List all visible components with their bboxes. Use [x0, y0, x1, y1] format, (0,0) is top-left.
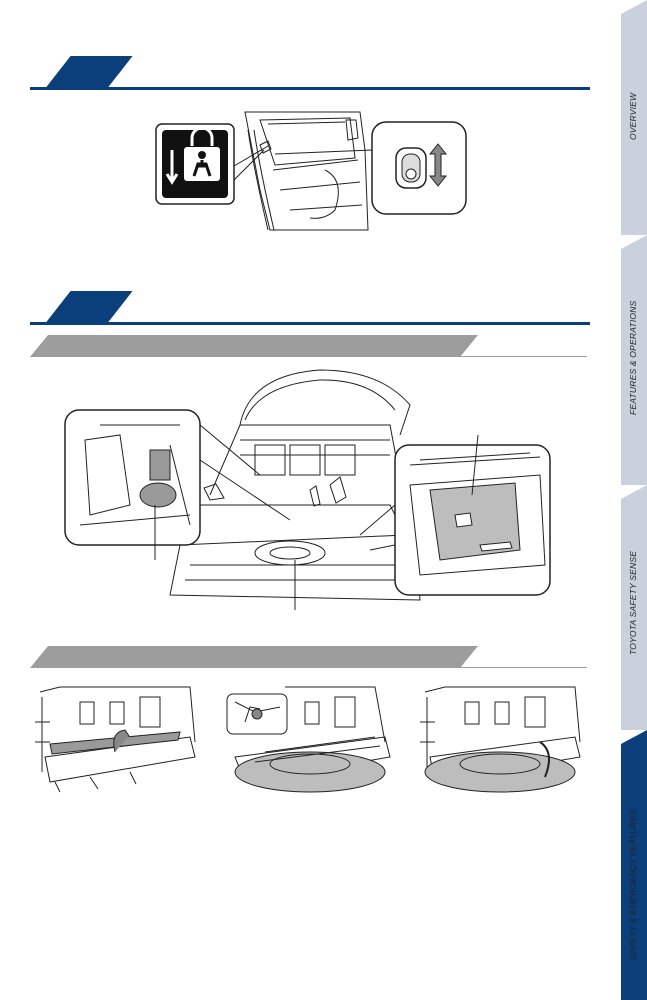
- tab-overview[interactable]: OVERVIEW: [621, 0, 647, 235]
- section-header-1: [30, 50, 590, 90]
- child-lock-icon: [155, 123, 235, 205]
- side-nav-tabs: OVERVIEW FEATURES & OPERATIONS TOYOTA SA…: [621, 0, 647, 1000]
- section-header-2: [30, 285, 590, 325]
- section-tab-2: [44, 291, 133, 325]
- lock-lever-detail: [371, 121, 467, 215]
- step-1-illustration: [35, 686, 196, 793]
- tab-safety-emergency-features-label: SAFETY & EMERGENCY FEATURES: [628, 809, 638, 960]
- tab-features-operations[interactable]: FEATURES & OPERATIONS: [621, 235, 647, 485]
- subheader-bar-1: [30, 335, 478, 357]
- subheader-rule-2: [460, 667, 587, 668]
- tool-location-illustration: [64, 369, 551, 610]
- jack-location-detail: [64, 409, 201, 560]
- rear-door-drawing: [244, 111, 369, 231]
- child-lock-illustration: [155, 111, 467, 231]
- subheader-bar-2: [30, 646, 478, 668]
- step-2-illustration: [226, 686, 391, 793]
- tab-safety-emergency-features[interactable]: SAFETY & EMERGENCY FEATURES: [621, 730, 647, 1000]
- subheader-rule-1: [460, 356, 587, 357]
- tab-overview-label: OVERVIEW: [628, 92, 638, 140]
- section-rule-2: [30, 322, 590, 325]
- tab-toyota-safety-sense-label: TOYOTA SAFETY SENSE: [628, 550, 638, 655]
- subheader-2: [30, 646, 587, 668]
- tool-tray-detail: [394, 434, 551, 596]
- section-tab-1: [44, 56, 133, 90]
- tab-toyota-safety-sense[interactable]: TOYOTA SAFETY SENSE: [621, 485, 647, 730]
- tab-features-operations-label: FEATURES & OPERATIONS: [628, 300, 638, 415]
- section-rule-1: [30, 87, 590, 90]
- subheader-1: [30, 335, 587, 357]
- step-3-illustration: [420, 686, 581, 793]
